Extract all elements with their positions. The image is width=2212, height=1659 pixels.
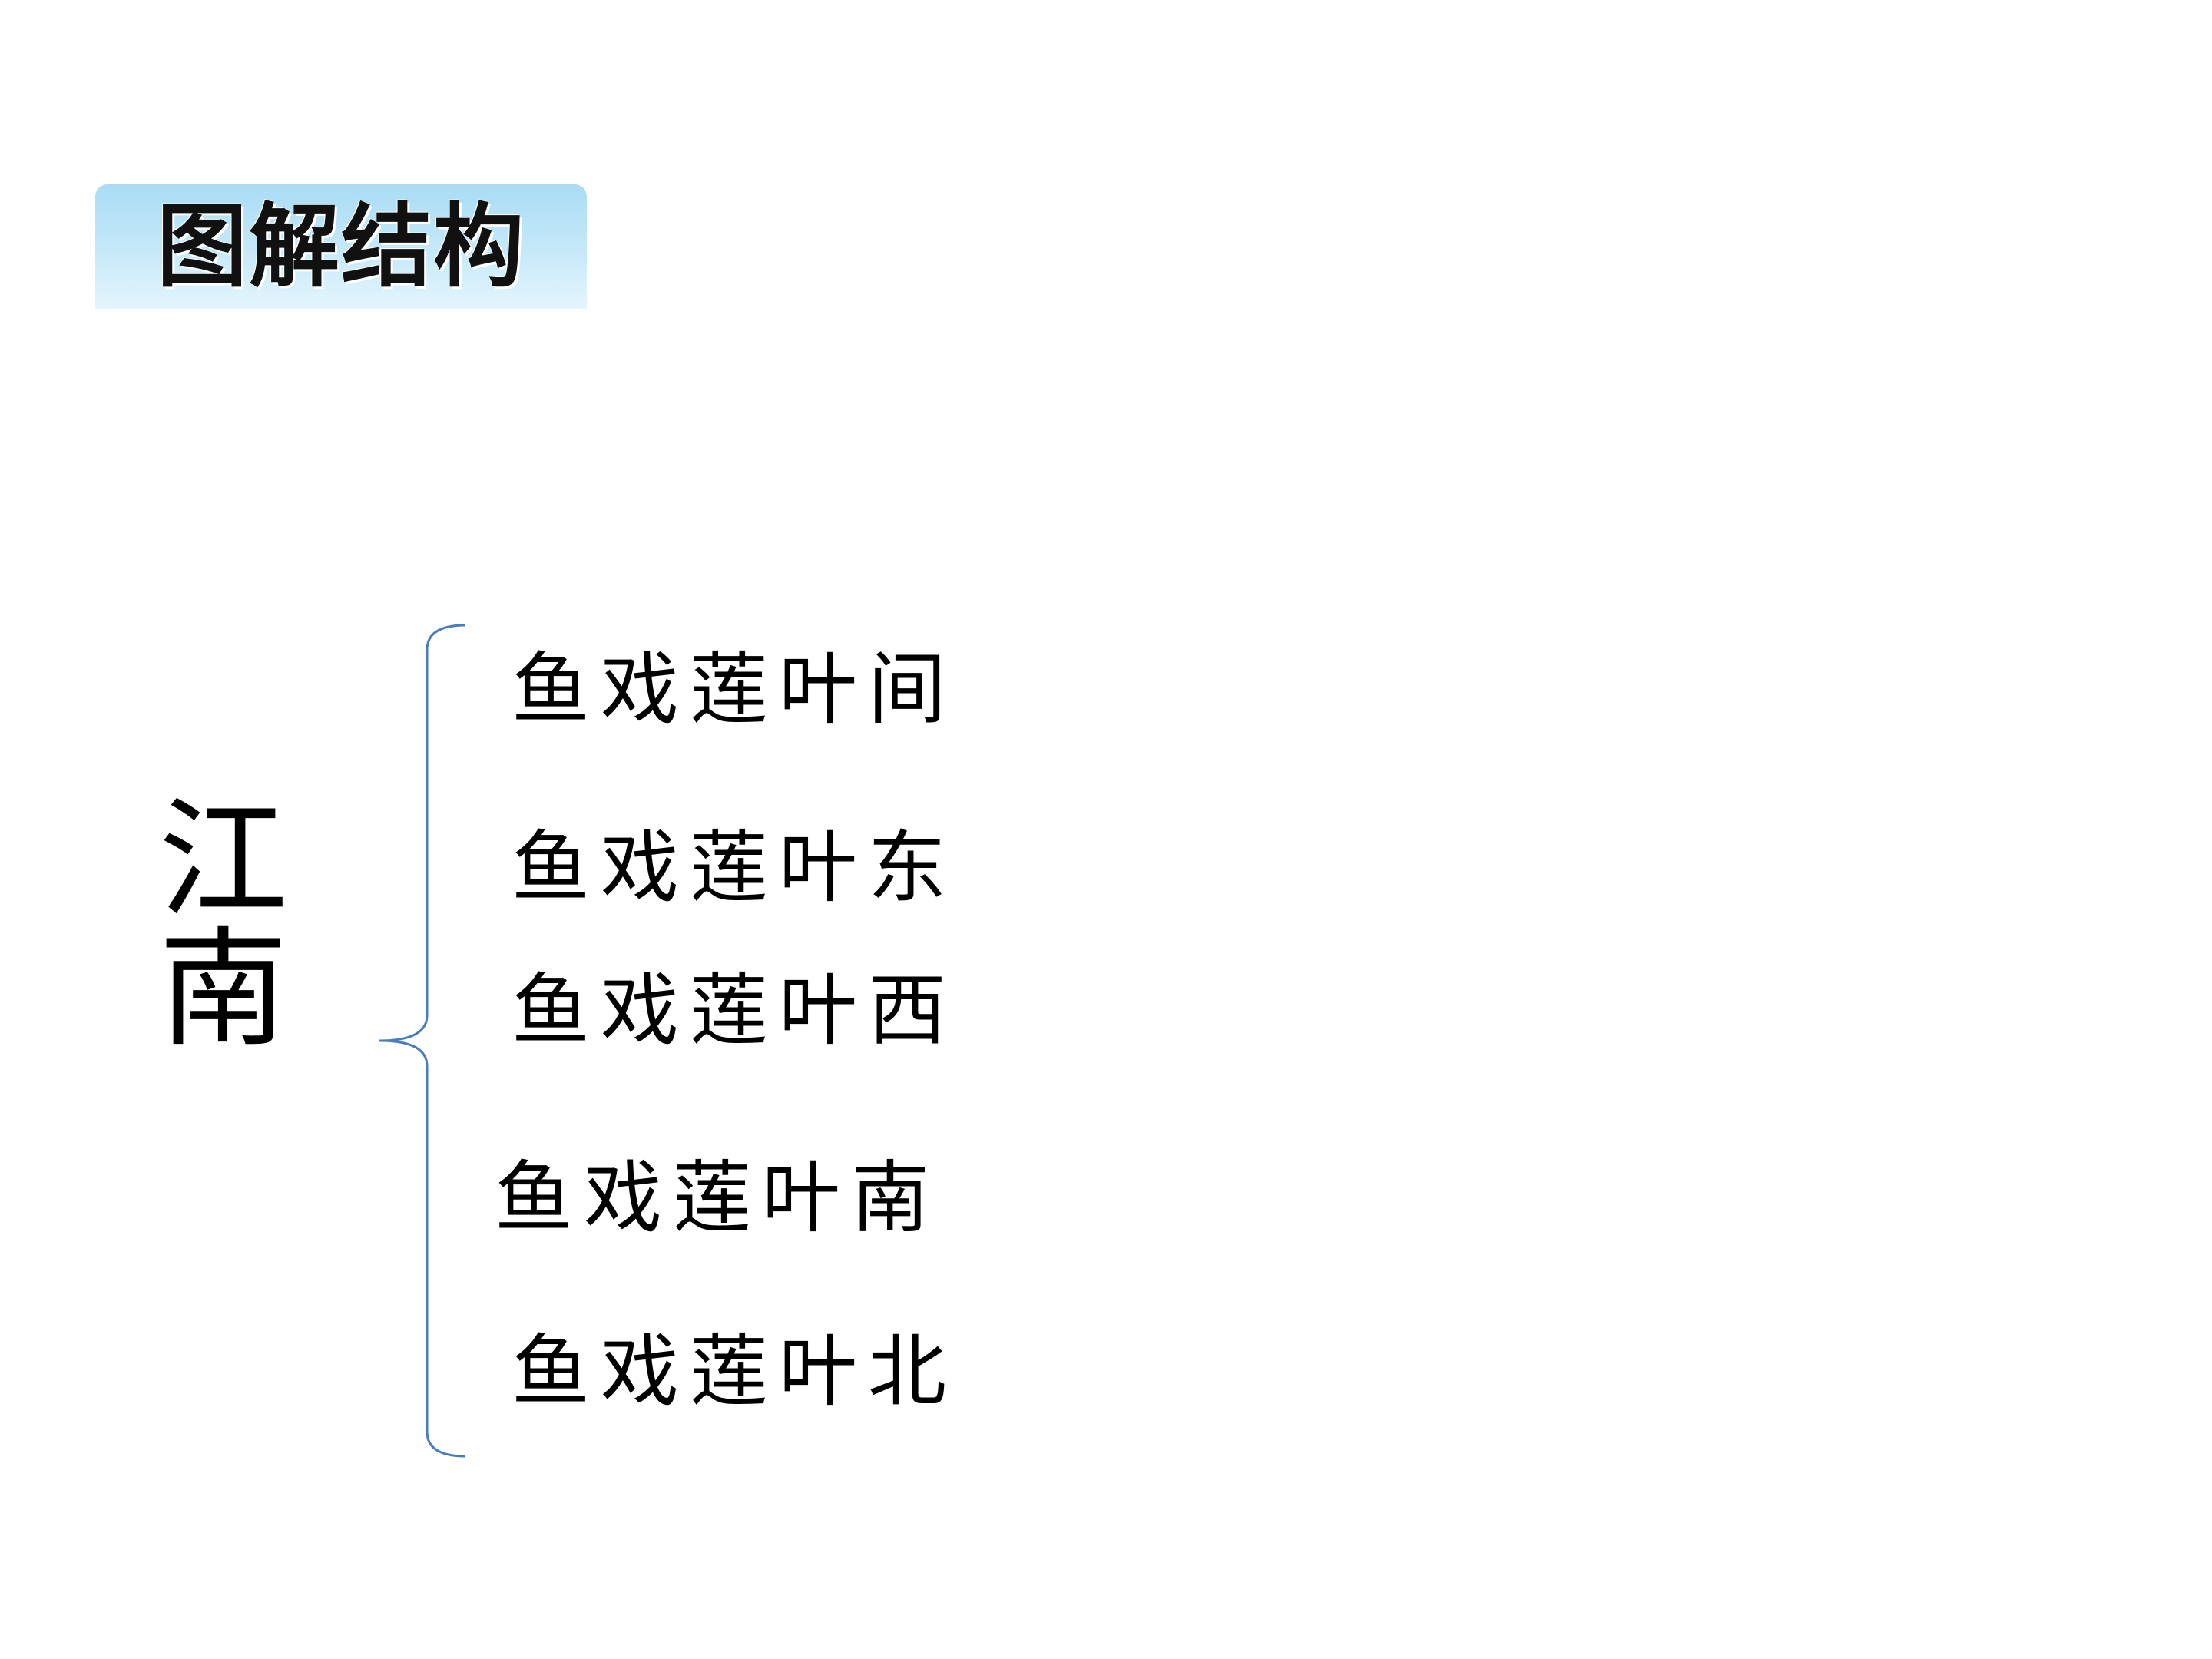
branch-item-1: 鱼戏莲叶间 [512, 644, 957, 736]
brace-path [379, 624, 466, 1458]
section-title: 图解结构 [156, 194, 525, 300]
left-curly-brace [379, 624, 466, 1458]
branch-item-4: 鱼戏莲叶南 [495, 1153, 940, 1244]
title-badge: 图解结构 [95, 184, 587, 309]
branch-item-3: 鱼戏莲叶西 [512, 965, 957, 1057]
branch-item-2: 鱼戏莲叶东 [512, 823, 957, 914]
branch-item-5: 鱼戏莲叶北 [512, 1326, 957, 1418]
root-node-label: 江南 [137, 791, 287, 1049]
